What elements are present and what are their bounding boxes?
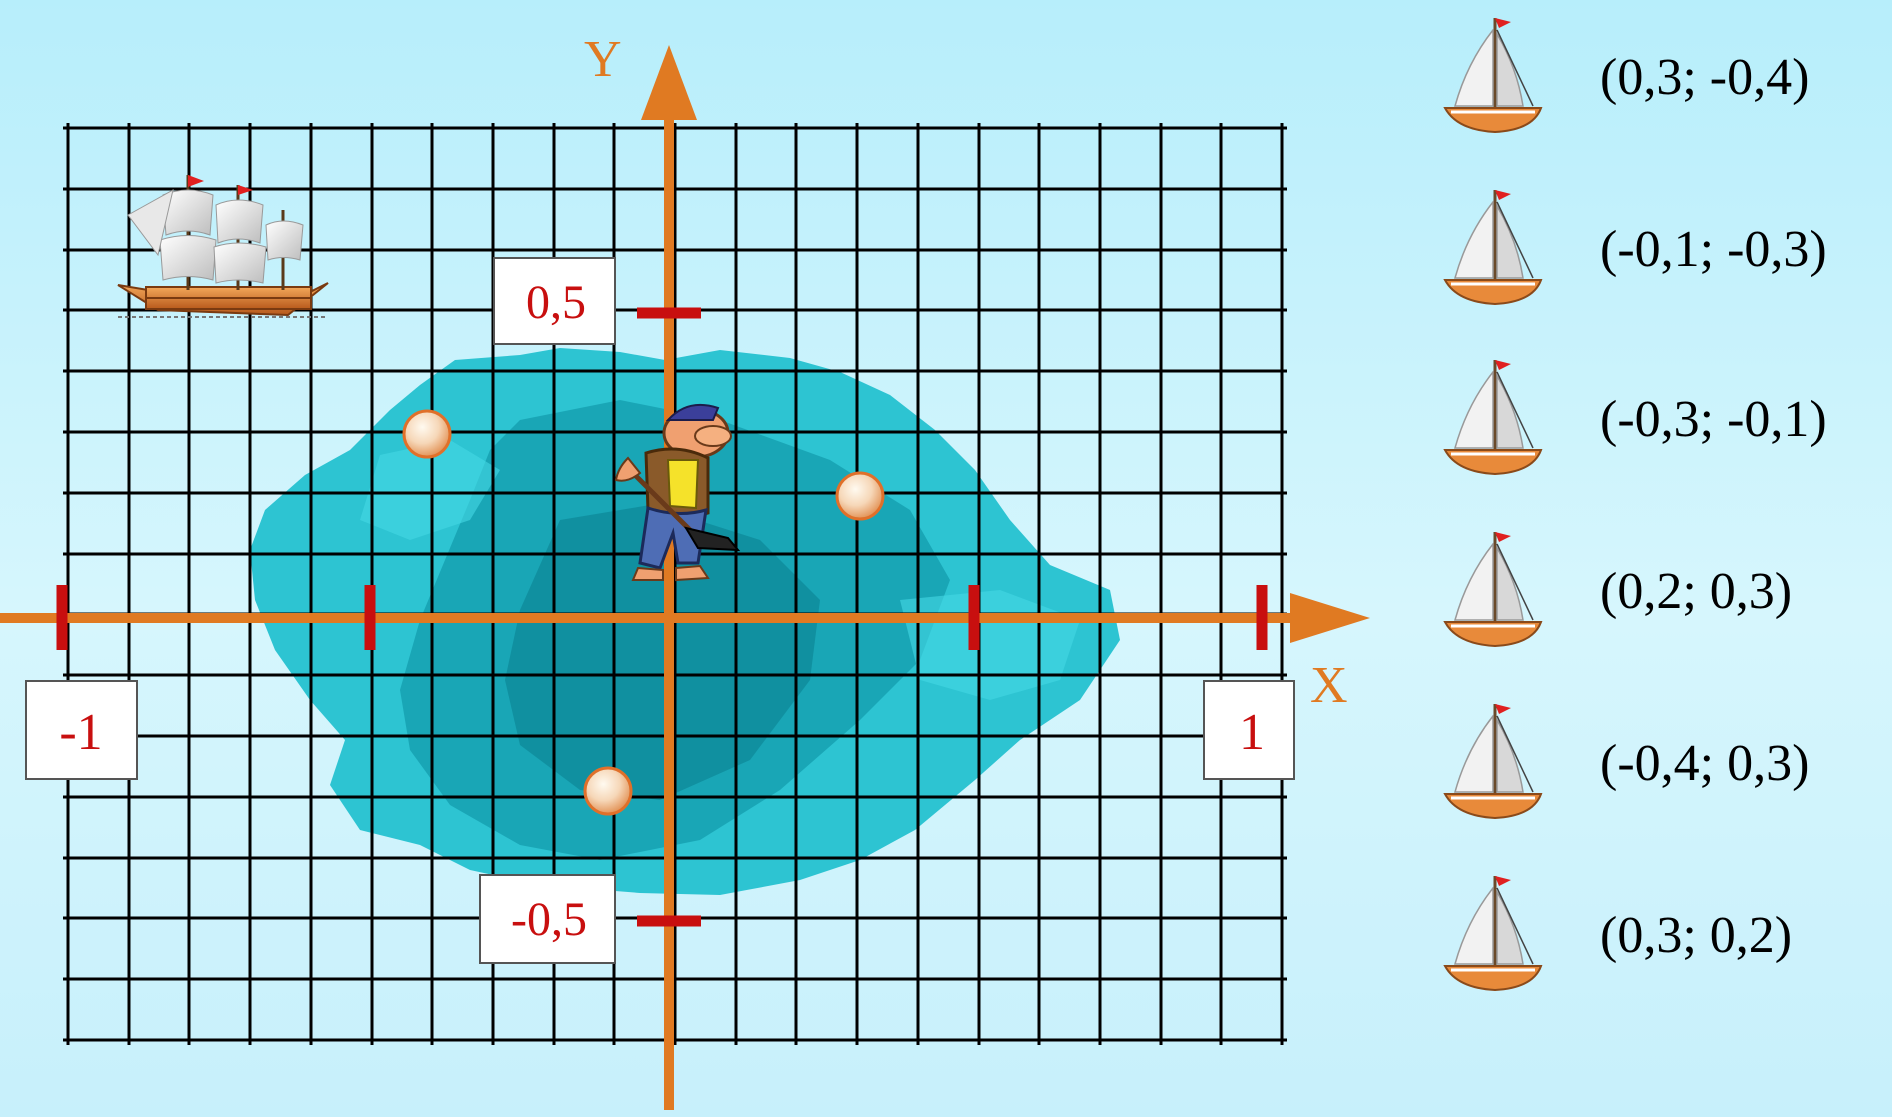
answer-option[interactable]: (0,3; -0,4)	[1425, 0, 1885, 150]
sailboat-icon	[1437, 8, 1547, 138]
sailboat-icon	[1437, 350, 1547, 480]
galleon-icon	[118, 175, 328, 317]
svg-text:-0,5: -0,5	[511, 893, 587, 946]
answer-coordinates: (0,2; 0,3)	[1600, 562, 1792, 621]
sailboat-icon	[1437, 350, 1547, 485]
sailboat-icon	[1437, 866, 1547, 996]
answer-option[interactable]: (0,3; 0,2)	[1425, 858, 1885, 1008]
tick-label-x-pos1: 1	[1204, 681, 1294, 779]
treasure-ball-icon[interactable]	[585, 768, 631, 814]
sailboat-icon	[1437, 866, 1547, 1001]
answer-coordinates: (-0,3; -0,1)	[1600, 390, 1827, 449]
treasure-ball-icon[interactable]	[837, 473, 883, 519]
sailboat-icon	[1437, 522, 1547, 657]
svg-text:1: 1	[1239, 704, 1265, 761]
sailboat-icon	[1437, 694, 1547, 824]
answer-option[interactable]: (-0,3; -0,1)	[1425, 342, 1885, 492]
sailboat-icon	[1437, 522, 1547, 652]
x-axis-arrow	[1290, 593, 1370, 643]
sailboat-icon	[1437, 694, 1547, 829]
tick-label-y-neg-half: -0,5	[480, 875, 615, 963]
answer-list: (0,3; -0,4) (-0,1; -0,3) (-0,3; -0,1) (0,2;…	[1425, 0, 1892, 1117]
answer-coordinates: (-0,1; -0,3)	[1600, 220, 1827, 279]
answer-coordinates: (0,3; 0,2)	[1600, 906, 1792, 965]
tick-label-y-pos-half: 0,5	[494, 258, 615, 344]
tick-label-x-neg1: -1	[26, 681, 137, 779]
y-axis-label: Y	[584, 31, 622, 88]
answer-coordinates: (-0,4; 0,3)	[1600, 734, 1809, 793]
svg-text:-1: -1	[59, 704, 102, 761]
svg-text:0,5: 0,5	[526, 276, 586, 329]
x-axis-label: X	[1310, 657, 1348, 714]
treasure-ball-icon[interactable]	[404, 411, 450, 457]
answer-option[interactable]: (-0,1; -0,3)	[1425, 172, 1885, 322]
answer-option[interactable]: (0,2; 0,3)	[1425, 514, 1885, 664]
sailboat-icon	[1437, 180, 1547, 315]
answer-coordinates: (0,3; -0,4)	[1600, 48, 1809, 107]
answer-option[interactable]: (-0,4; 0,3)	[1425, 686, 1885, 836]
sailboat-icon	[1437, 180, 1547, 310]
y-axis-arrow	[641, 45, 697, 120]
sailboat-icon	[1437, 8, 1547, 143]
